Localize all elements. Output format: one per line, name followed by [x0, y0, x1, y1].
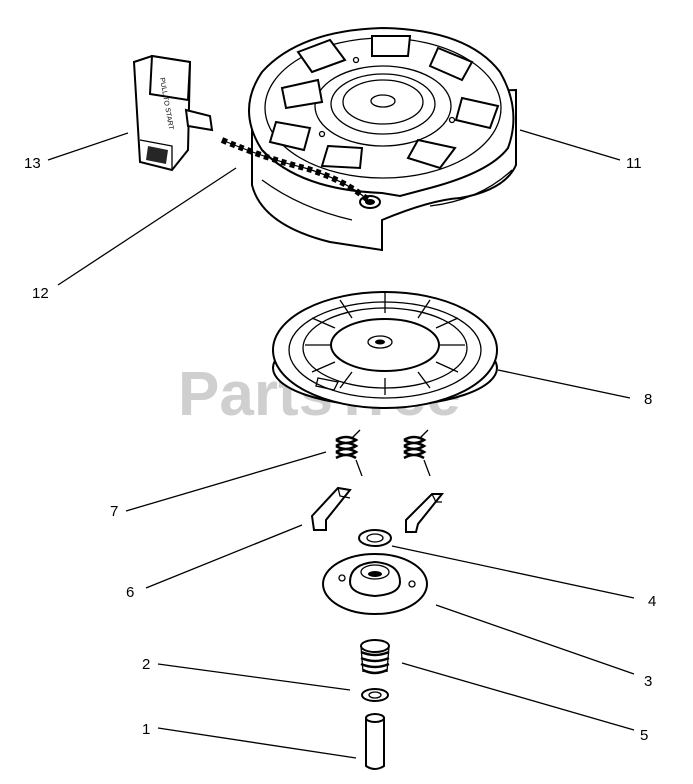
pawl-spring-right: [403, 429, 431, 477]
callout-6: 6: [126, 584, 134, 601]
callout-3: 3: [644, 673, 652, 690]
callout-5: 5: [640, 727, 648, 744]
pawl-right: [405, 493, 445, 533]
pawl-left: [310, 486, 352, 531]
retainer-plate: [322, 553, 428, 615]
callout-8: 8: [644, 391, 652, 408]
callout-11: 11: [626, 155, 642, 172]
pivot-pin: [365, 713, 385, 770]
callout-4: 4: [648, 593, 656, 610]
callout-13: 13: [24, 155, 41, 172]
callout-12: 12: [32, 285, 49, 302]
starter-handle: PULL TO START: [132, 54, 214, 172]
washer-2: [361, 688, 389, 702]
pawl-spring-left: [335, 429, 363, 477]
callouts: 13 11 12 8 7 6 4 3 5 2 1: [24, 155, 656, 744]
leader-lines: [47, 129, 635, 759]
starter-rope: [220, 137, 370, 203]
callout-2: 2: [142, 656, 150, 673]
callout-1: 1: [142, 721, 150, 738]
brake-spring: [360, 639, 390, 675]
callout-7: 7: [110, 503, 118, 520]
washer-4: [358, 529, 392, 547]
rope-pulley: [272, 291, 498, 409]
starter-housing: [248, 26, 517, 252]
